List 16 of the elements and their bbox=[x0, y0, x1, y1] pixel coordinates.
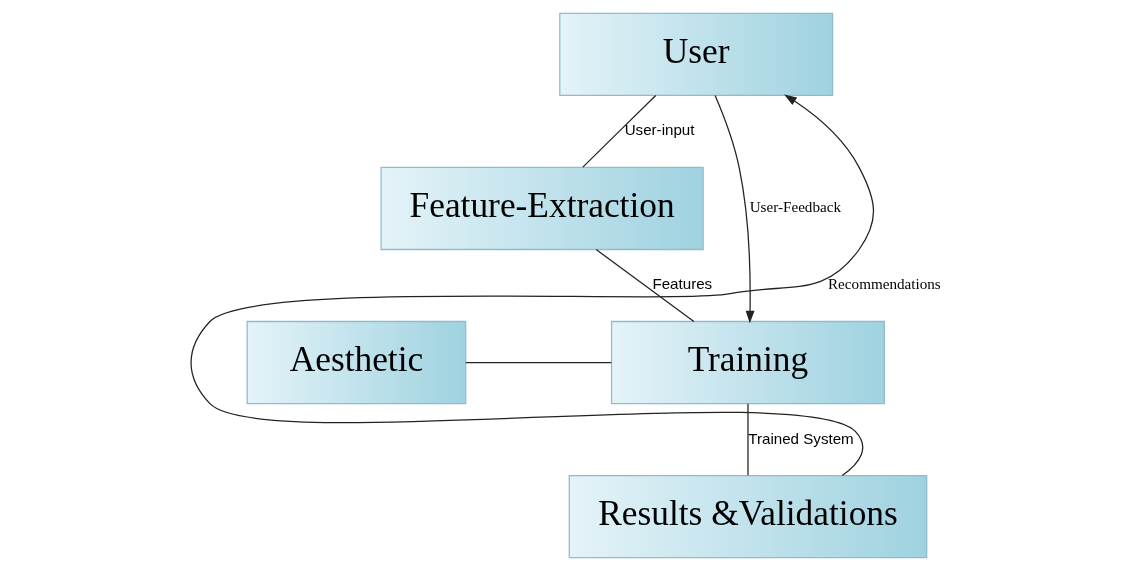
node-box: Training bbox=[610, 320, 885, 405]
edge-label: Trained System bbox=[748, 429, 854, 447]
connector bbox=[465, 361, 612, 364]
edge-label: User-Feedback bbox=[749, 198, 842, 216]
connector bbox=[595, 248, 695, 323]
edge-label: Recommendations bbox=[828, 275, 941, 293]
node-box: Aesthetic bbox=[246, 320, 467, 405]
edge-label: Features bbox=[652, 275, 713, 293]
connector bbox=[582, 94, 657, 168]
connector bbox=[747, 403, 749, 476]
node-box: User bbox=[559, 12, 834, 97]
arrow bbox=[190, 94, 875, 477]
node-box: Feature-Extraction bbox=[380, 166, 704, 251]
node-box: Results &Validations bbox=[568, 474, 928, 559]
edge-label: User-input bbox=[624, 121, 695, 139]
arrow bbox=[714, 94, 755, 324]
